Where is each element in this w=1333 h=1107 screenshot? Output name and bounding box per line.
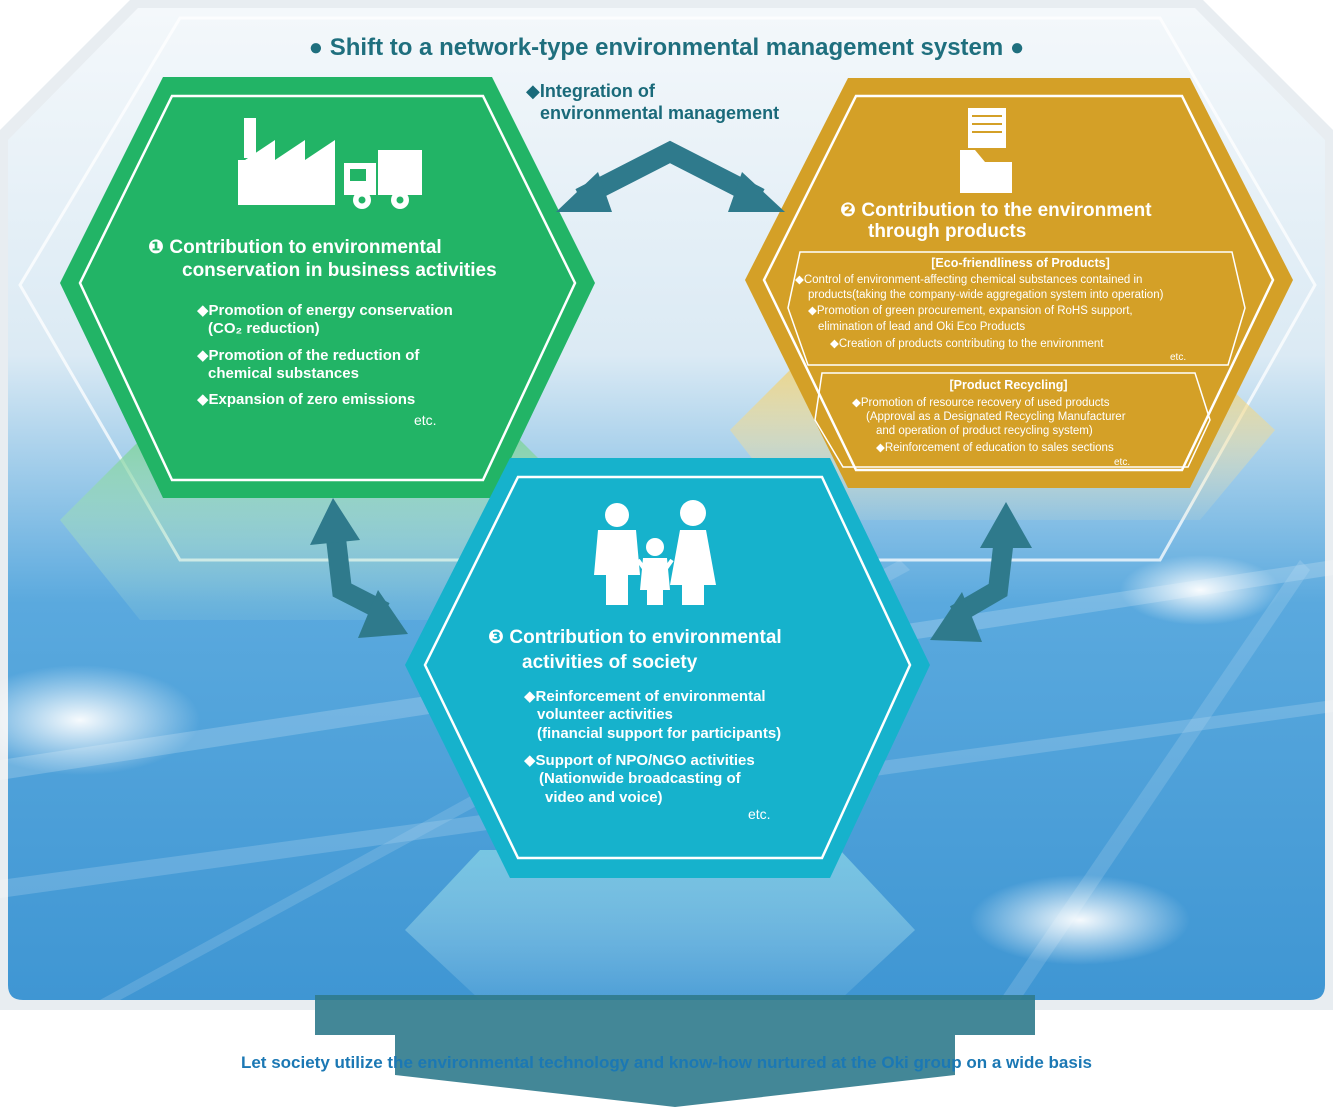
- cyan-item-6: video and voice): [545, 789, 663, 806]
- gold-eco-line5: ◆Creation of products contributing to th…: [830, 338, 1104, 350]
- gold-box-recycling: [814, 372, 1211, 468]
- cyan-title-line1: ❸ Contribution to environmental: [488, 627, 782, 648]
- gold-recycling-line3: and operation of product recycling syste…: [876, 425, 1093, 437]
- integration-label-line1: ◆Integration of: [526, 81, 655, 101]
- integration-label-line2: environmental management: [540, 103, 780, 123]
- header-title: ● Shift to a network-type environmental …: [308, 34, 1025, 61]
- footer-message: Let society utilize the environmental te…: [240, 1053, 1093, 1072]
- gold-eco-heading: [Eco-friendliness of Products]: [931, 256, 1110, 270]
- network-hexagon-outline: [18, 16, 1317, 562]
- gold-recycling-etc: etc.: [1114, 457, 1131, 468]
- green-hexagon-border: [78, 94, 577, 482]
- gold-eco-line3: ◆Promotion of green procurement, expansi…: [808, 305, 1133, 317]
- gold-hexagon-border: [762, 94, 1275, 472]
- gold-eco-line1: ◆Control of environment-affecting chemic…: [795, 274, 1143, 286]
- green-item-2: (CO₂ reduction): [208, 320, 320, 337]
- gold-eco-etc: etc.: [1170, 352, 1187, 363]
- glow-left: [0, 665, 200, 775]
- green-item-4: chemical substances: [208, 365, 359, 382]
- green-item-5: ◆Expansion of zero emissions: [197, 391, 416, 408]
- cyan-item-3: (financial support for participants): [537, 725, 782, 742]
- integration-arrow: [556, 140, 785, 212]
- left-connector-arrow: [310, 498, 408, 638]
- cyan-hexagon: [405, 458, 930, 878]
- cyan-hexagon-border: [423, 475, 912, 860]
- glow-bottom: [970, 875, 1190, 965]
- gold-title-line2: through products: [868, 221, 1027, 242]
- gold-recycling-line1: ◆Promotion of resource recovery of used …: [852, 397, 1110, 409]
- family-icon: [594, 500, 716, 605]
- integration-label: ◆Integration of environmental management: [526, 80, 779, 124]
- gold-box-eco: [787, 251, 1246, 366]
- gold-recycling-line4: ◆Reinforcement of education to sales sec…: [876, 442, 1114, 454]
- gold-title-line1: ❷ Contribution to the environment: [840, 200, 1152, 221]
- cyan-title-line2: activities of society: [522, 652, 698, 673]
- cyan-item-2: volunteer activities: [537, 706, 673, 723]
- factory-truck-icon: [238, 118, 422, 209]
- gold-recycling-heading: [Product Recycling]: [949, 378, 1068, 392]
- glow-right: [1120, 555, 1280, 625]
- gold-hexagon: [745, 78, 1293, 488]
- green-title-line1: ❶ Contribution to environmental: [148, 237, 442, 258]
- cyan-item-5: (Nationwide broadcasting of: [539, 770, 741, 787]
- gold-eco-line4: elimination of lead and Oki Eco Products: [818, 321, 1026, 333]
- green-etc: etc.: [414, 412, 437, 428]
- green-hexagon: [60, 77, 595, 498]
- green-item-3: ◆Promotion of the reduction of: [197, 347, 420, 364]
- green-item-1: ◆Promotion of energy conservation: [197, 302, 453, 319]
- cyan-item-4: ◆Support of NPO/NGO activities: [524, 752, 755, 769]
- cyan-etc: etc.: [748, 806, 771, 822]
- cyan-reflection: [405, 850, 915, 1000]
- bottom-down-arrow: [315, 995, 1035, 1107]
- right-connector-arrow: [930, 502, 1032, 642]
- green-title-line2: conservation in business activities: [182, 260, 497, 281]
- gold-recycling-line2: (Approval as a Designated Recycling Manu…: [866, 411, 1126, 423]
- gold-eco-line2: products(taking the company-wide aggrega…: [808, 289, 1164, 301]
- cyan-item-1: ◆Reinforcement of environmental: [524, 688, 766, 705]
- terminal-machine-icon: [960, 108, 1012, 193]
